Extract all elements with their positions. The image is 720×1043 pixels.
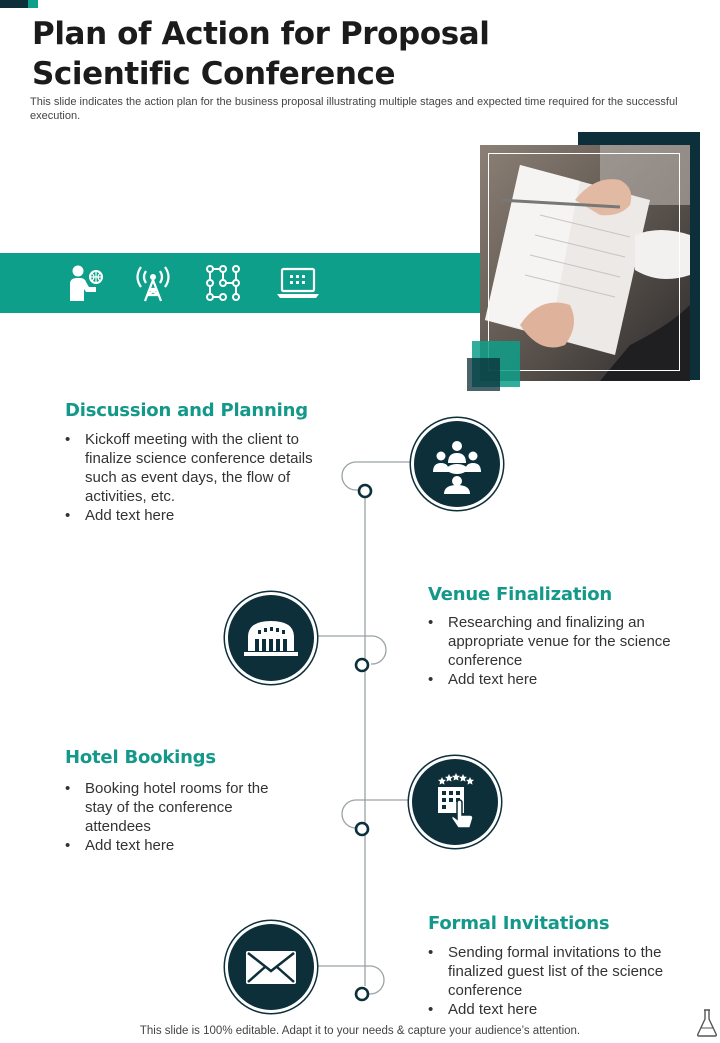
hotel-booking-icon bbox=[412, 759, 498, 845]
venue-building-icon bbox=[228, 595, 314, 681]
step-bullets-hotel: Booking hotel rooms for the stay of the … bbox=[65, 779, 275, 855]
meeting-table-icon bbox=[414, 421, 500, 507]
list-item: Researching and finalizing an appropriat… bbox=[428, 613, 678, 670]
list-item: Kickoff meeting with the client to final… bbox=[65, 430, 325, 506]
antenna-tower-icon bbox=[133, 263, 173, 303]
envelope-icon bbox=[228, 924, 314, 1010]
list-item: Add text here bbox=[65, 506, 325, 525]
step-title-invitations: Formal Invitations bbox=[428, 913, 610, 934]
flask-icon bbox=[696, 1008, 718, 1038]
decor-square-navy bbox=[467, 358, 500, 391]
list-item: Add text here bbox=[65, 836, 275, 855]
step-bullets-invitations: Sending formal invitations to the finali… bbox=[428, 943, 668, 1019]
step-title-venue: Venue Finalization bbox=[428, 584, 613, 605]
top-accent-navy bbox=[0, 0, 28, 8]
person-globe-icon bbox=[66, 263, 106, 303]
list-item: Add text here bbox=[428, 1000, 668, 1019]
footer-note: This slide is 100% editable. Adapt it to… bbox=[139, 1025, 581, 1037]
step-title-hotel: Hotel Bookings bbox=[65, 747, 216, 768]
laptop-icon bbox=[276, 263, 319, 303]
photo-frame bbox=[488, 153, 680, 371]
page-title: Plan of Action for Proposal Scientific C… bbox=[32, 16, 490, 92]
step-title-discussion: Discussion and Planning bbox=[65, 400, 308, 421]
list-item: Sending formal invitations to the finali… bbox=[428, 943, 668, 1000]
circuit-network-icon bbox=[203, 263, 243, 303]
step-bullets-discussion: Kickoff meeting with the client to final… bbox=[65, 430, 325, 525]
list-item: Add text here bbox=[428, 670, 678, 689]
step-bullets-venue: Researching and finalizing an appropriat… bbox=[428, 613, 678, 689]
top-accent-teal bbox=[28, 0, 38, 8]
page-subtitle: This slide indicates the action plan for… bbox=[30, 96, 678, 122]
list-item: Booking hotel rooms for the stay of the … bbox=[65, 779, 275, 836]
